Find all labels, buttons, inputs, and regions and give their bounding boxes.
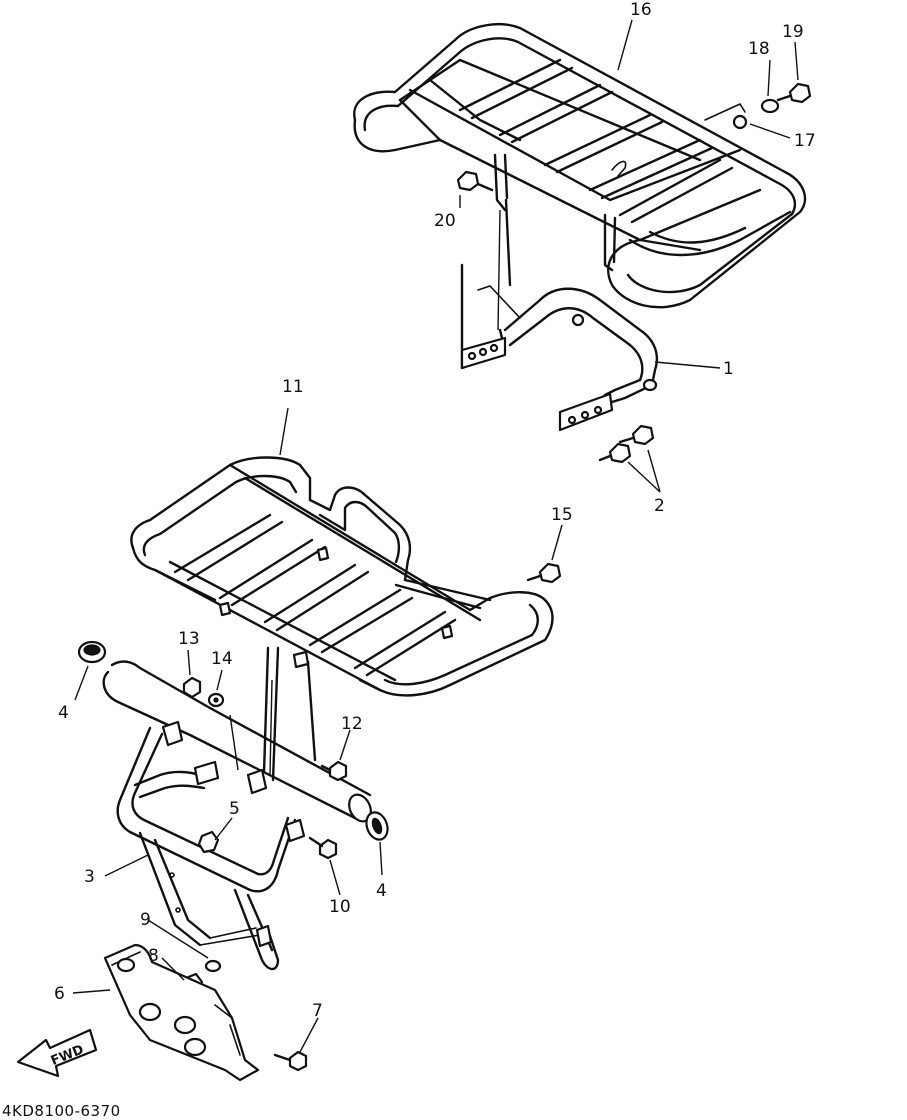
drawing-code: 4KD8100-6370 bbox=[2, 1102, 121, 1120]
label-part-19: 19 bbox=[782, 22, 804, 42]
label-part-17: 17 bbox=[794, 131, 816, 151]
label-part-4-left: 4 bbox=[58, 703, 69, 723]
fwd-arrow-icon: FWD bbox=[16, 1028, 98, 1078]
front-guard bbox=[77, 640, 389, 996]
skid-plate bbox=[103, 943, 260, 1082]
rear-carrier bbox=[353, 23, 807, 309]
label-part-3: 3 bbox=[84, 867, 95, 887]
label-part-5: 5 bbox=[229, 799, 240, 819]
rear-stay bbox=[460, 263, 659, 432]
label-part-13: 13 bbox=[178, 629, 200, 649]
label-part-2: 2 bbox=[654, 496, 665, 516]
label-part-12: 12 bbox=[341, 714, 363, 734]
label-part-11: 11 bbox=[282, 377, 304, 397]
label-part-9: 9 bbox=[140, 910, 151, 930]
label-part-1: 1 bbox=[723, 359, 734, 379]
label-part-14: 14 bbox=[211, 649, 233, 669]
leader-lines bbox=[72, 19, 799, 1053]
label-part-8: 8 bbox=[148, 946, 159, 966]
front-carrier bbox=[130, 456, 554, 782]
label-part-10: 10 bbox=[329, 897, 351, 917]
label-part-6: 6 bbox=[54, 984, 65, 1004]
fasteners bbox=[182, 82, 812, 1072]
label-part-15: 15 bbox=[551, 505, 573, 525]
label-part-7: 7 bbox=[312, 1001, 323, 1021]
label-part-18: 18 bbox=[748, 39, 770, 59]
label-part-16: 16 bbox=[630, 0, 652, 20]
label-part-20: 20 bbox=[434, 211, 456, 231]
part-number-labels: 1 2 3 4 4 5 6 7 8 9 10 11 12 13 14 15 16… bbox=[54, 0, 816, 1021]
label-part-4-right: 4 bbox=[376, 881, 387, 901]
